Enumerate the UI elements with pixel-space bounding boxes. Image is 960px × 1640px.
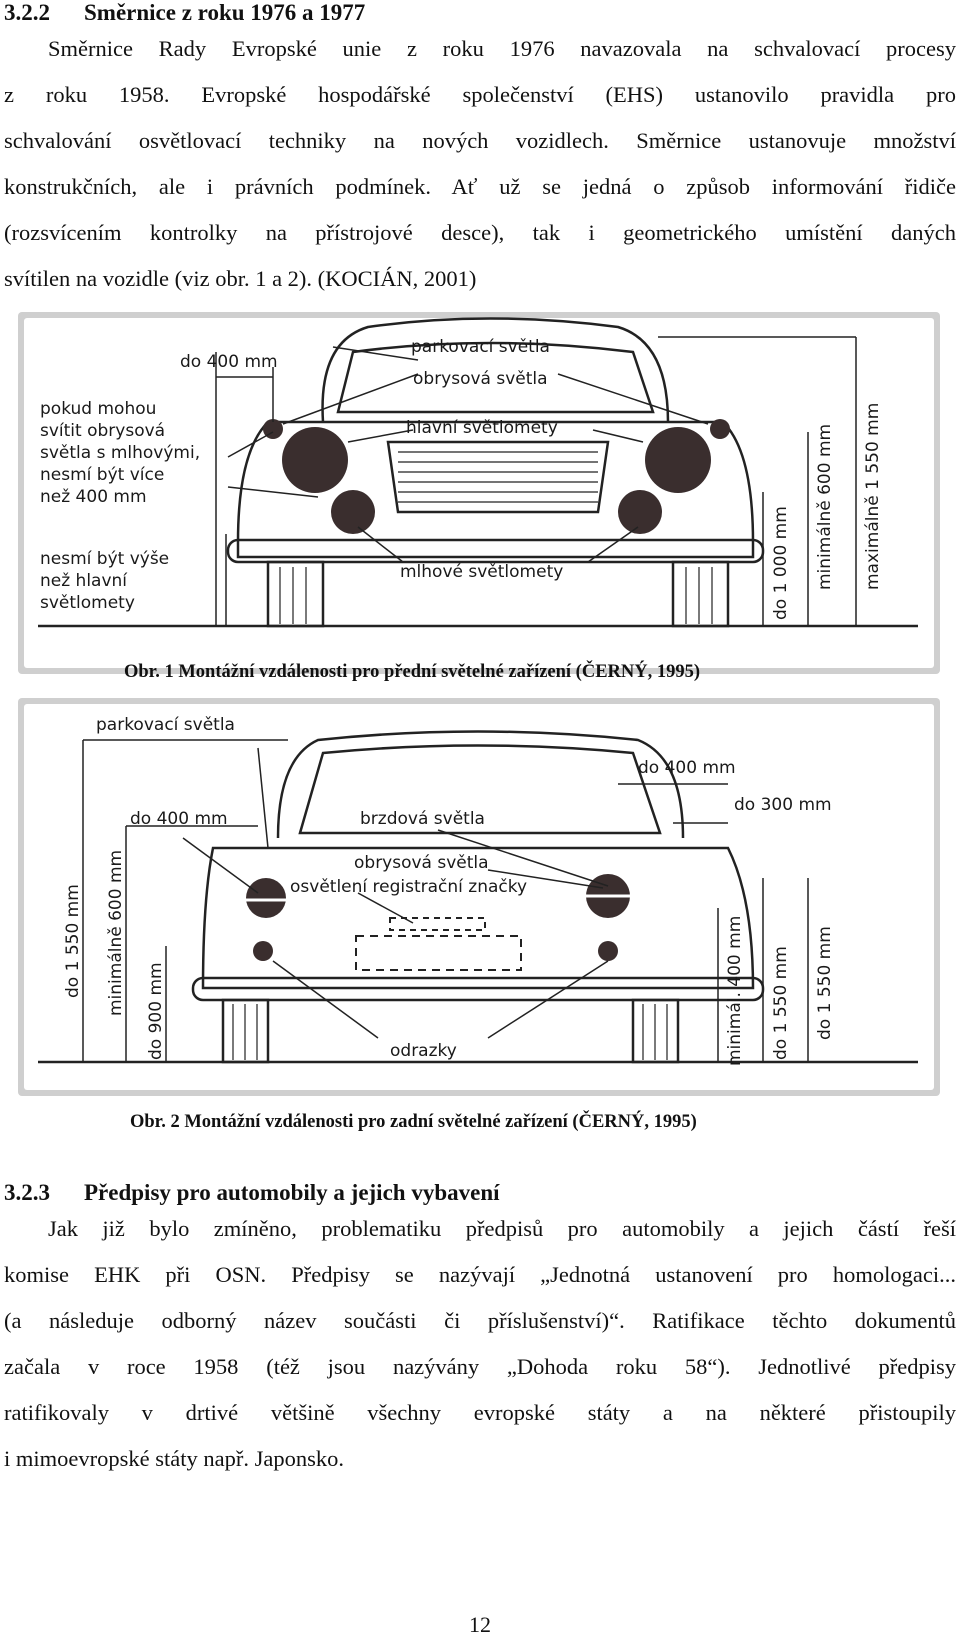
label-vertical-do1550-mid: do 1 550 mm (771, 946, 791, 1060)
reflector-right (598, 941, 618, 961)
label-parking-lights: parkovací světla (96, 715, 235, 735)
car-body (236, 420, 755, 559)
label-do400: do 400 mm (180, 352, 278, 372)
label-vertical-do900: do 900 mm (146, 962, 166, 1060)
grille (386, 440, 610, 514)
left-note-line: nesmí být více (40, 465, 164, 485)
plate-light (389, 917, 486, 931)
paragraph-line: (a následuje odborný název součásti či p… (4, 1308, 956, 1333)
paragraph-323: Jak již bylo zmíněno, problematiku předp… (4, 1206, 956, 1482)
bottom-note-line: než hlavní (40, 571, 128, 591)
label-plate-lighting: osvětlení registrační značky (290, 877, 527, 897)
figure1-caption: Obr. 1 Montážní vzdálenosti pro přední s… (124, 662, 701, 682)
figure-background (24, 704, 934, 1090)
figure2-caption: Obr. 2 Montážní vzdálenosti pro zadní sv… (130, 1112, 697, 1132)
figure-front-lights: do 400 mm parkovací světla obrysová svět… (18, 312, 940, 674)
label-main-headlights: hlavní světlomety (406, 418, 558, 438)
section-heading-322: 3.2.2 Směrnice z roku 1976 a 1977 (4, 0, 365, 26)
front-car-drawing: do 400 mm parkovací světla obrysová svět… (24, 317, 934, 668)
bottom-note-line: světlomety (40, 593, 135, 613)
paragraph-322: Směrnice Rady Evropské unie z roku 1976 … (4, 26, 956, 302)
headlight-right (645, 427, 711, 493)
fog-light-left (331, 490, 375, 534)
label-vertical-do1550-right: do 1 550 mm (815, 926, 835, 1040)
label-do300: do 300 mm (734, 795, 832, 815)
fog-light-right (618, 490, 662, 534)
paragraph-line: Směrnice Rady Evropské unie z roku 1976 … (48, 36, 956, 61)
label-brake-lights: brzdová světla (360, 809, 485, 829)
paragraph-line: ratifikovaly v drtivé většině všechny ev… (4, 1400, 956, 1425)
car-roof (276, 730, 685, 839)
label-vertical-min600: minimálně 600 mm (815, 424, 835, 590)
figure-rear-lights: parkovací světla do 400 mm do 300 mm do … (18, 698, 940, 1096)
label-do400-left: do 400 mm (130, 809, 228, 829)
figure-background (24, 318, 934, 668)
label-vertical-min600: minimálně 600 mm (106, 850, 126, 1016)
windshield (336, 341, 655, 414)
label-do400-right: do 400 mm (638, 758, 736, 778)
rear-light-left (246, 878, 286, 918)
label-vertical-min400: minimál. 400 mm (725, 916, 745, 1066)
bottom-note-line: nesmí být výše (40, 549, 169, 569)
section-title: Předpisy pro automobily a jejich vybaven… (84, 1180, 500, 1205)
label-vertical-1000: do 1 000 mm (771, 506, 791, 620)
label-outline-lights: obrysová světla (413, 369, 548, 389)
car-body (201, 846, 755, 990)
left-note-line: než 400 mm (40, 487, 147, 507)
reflector-left (253, 941, 273, 961)
paragraph-line: i mimoevropské státy např. Japonsko. (4, 1446, 344, 1471)
paragraph-line: konstrukčních, ale i právních podmínek. … (4, 174, 956, 199)
paragraph-line: (rozsvícením kontrolky na přístrojové de… (4, 220, 956, 245)
page-number: 12 (469, 1612, 491, 1637)
label-reflectors: odrazky (390, 1041, 457, 1061)
paragraph-line: začala v roce 1958 (též jsou nazývány „D… (4, 1354, 956, 1379)
license-plate (355, 935, 522, 971)
left-note-line: pokud mohou (40, 399, 156, 419)
headlight-left (282, 427, 348, 493)
rear-window (298, 744, 662, 835)
label-vertical-max1550: maximálně 1 550 mm (863, 403, 883, 590)
paragraph-line: svítilen na vozidle (viz obr. 1 a 2). (K… (4, 266, 477, 291)
paragraph-line: komise EHK při OSN. Předpisy se nazývají… (4, 1262, 956, 1287)
left-note-line: svítit obrysová (40, 421, 165, 441)
rear-car-drawing: parkovací světla do 400 mm do 300 mm do … (24, 704, 934, 1090)
paragraph-line: schvalování osvětlovací techniky na nový… (4, 128, 956, 153)
section-number: 3.2.3 (4, 1180, 50, 1205)
section-title: Směrnice z roku 1976 a 1977 (84, 0, 366, 25)
left-note-line: světla s mlhovými, (40, 443, 200, 463)
section-heading-323: 3.2.3 Předpisy pro automobily a jejich vy… (4, 1180, 500, 1206)
paragraph-line: Jak již bylo zmíněno, problematiku předp… (48, 1216, 956, 1241)
label-fog-lights: mlhové světlomety (400, 562, 563, 582)
section-number: 3.2.2 (4, 0, 50, 25)
label-vertical-do1550-left: do 1 550 mm (63, 884, 83, 998)
car-roof (321, 317, 670, 423)
label-parking-lights: parkovací světla (411, 337, 550, 357)
label-outline-lights: obrysová světla (354, 853, 489, 873)
paragraph-line: z roku 1958. Evropské hospodářské společ… (4, 82, 956, 107)
parking-light-right (710, 419, 730, 439)
